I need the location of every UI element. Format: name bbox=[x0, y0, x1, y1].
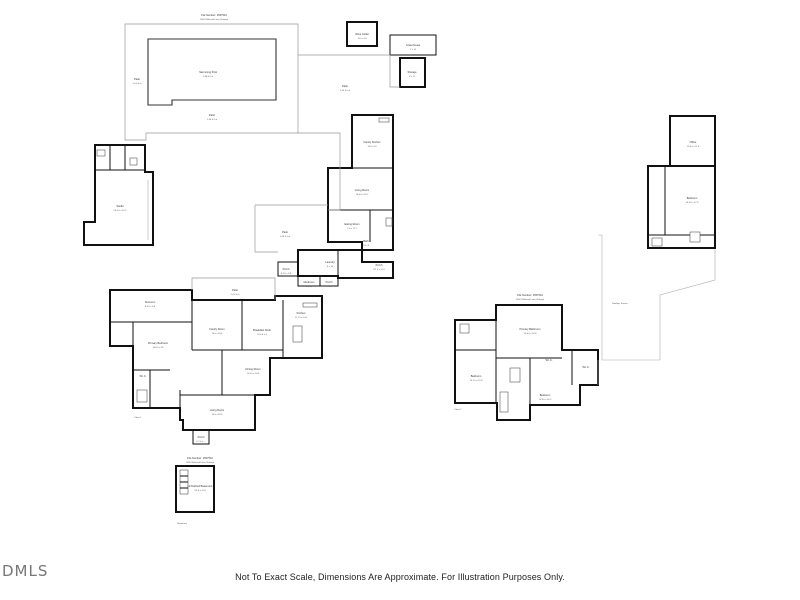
room-label-primary-bedroom-main: Primary Bedroom bbox=[148, 341, 168, 345]
room-label-living-room-upper: Living Room bbox=[355, 188, 369, 192]
room-dim-bedroom-apt: 16.3 ft x 17.8 bbox=[686, 201, 699, 204]
room-dim-porch-mid: 8 x 8 bbox=[327, 286, 333, 288]
room-label-unfinished-basement: Unfinished Basement bbox=[188, 484, 213, 488]
room-dim-laundry: 8 x 10 bbox=[327, 266, 334, 268]
room-dim-primary-bedroom-main: 14.6 ft x 16 bbox=[153, 346, 165, 349]
room-dim-kitchen: 11.7 ft x 14.5 bbox=[295, 316, 308, 319]
plan-header-main-address: 1602 Wolfcraft Lane, Raleigh bbox=[200, 18, 229, 21]
room-label-rooftop-terrace: Rooftop Terrace bbox=[612, 302, 628, 305]
room-dim-swimming-pool: 1,88 ft 0 in bbox=[203, 75, 214, 78]
pool-patio-area bbox=[124, 23, 299, 141]
room-label-patio-pool: Patio bbox=[209, 113, 215, 117]
floor-label-2: Floor 2 bbox=[455, 408, 463, 411]
room-dim-family-room: 14 ft x 19.6 bbox=[212, 332, 224, 335]
room-label-breakfast-nook: Breakfast Nook bbox=[253, 328, 271, 332]
room-label-patio-left: Patio bbox=[134, 77, 140, 81]
room-label-patio-right: Patio bbox=[342, 84, 348, 88]
room-dim-wine-cellar: 10 ft x 10 bbox=[358, 37, 368, 40]
laundry-porch-structure bbox=[277, 249, 394, 287]
room-label-studio: Studio bbox=[116, 204, 124, 208]
room-dim-patio-right: 1,20 ft 0 in bbox=[340, 89, 351, 92]
plan-header-upper-file: File Number: 1557516 bbox=[517, 293, 543, 297]
plan-header-upper-address: 1602 Wolfcraft Lane, Raleigh bbox=[516, 298, 545, 301]
room-dim-primary-bathroom: 15.4 ft x 16.8 bbox=[524, 332, 537, 335]
room-label-patio-mid: Patio bbox=[282, 230, 288, 234]
room-label-sunroom: Sunroom bbox=[145, 300, 156, 304]
room-label-family-room: Family Room bbox=[209, 327, 224, 331]
room-dim-breakfast-nook: 10.6 ft x 8 bbox=[257, 333, 267, 336]
room-label-family-kitchen: Family Kitchen bbox=[363, 140, 381, 144]
room-dim-sunroom: 8.6 ft x 9.6 bbox=[145, 305, 156, 308]
room-dim-office: 12.6 ft x 11.6 bbox=[687, 145, 700, 148]
room-label-bath-small: Bath bbox=[363, 239, 369, 243]
floor-2-structure bbox=[454, 304, 599, 421]
room-label-mudroom: Mudroom bbox=[304, 280, 315, 284]
dmls-logo: DMLS bbox=[2, 562, 49, 580]
plan-header-basement-address: 1602 Wolfcraft Lane, Raleigh bbox=[186, 461, 215, 464]
room-dim-living-room-upper: 16.6 ft x 20.7 bbox=[356, 193, 369, 196]
room-dim-living-room-main: 14 ft x 16.4 bbox=[212, 413, 224, 416]
main-floor-structure bbox=[109, 277, 323, 445]
room-label-swimming-pool: Swimming Pool bbox=[199, 70, 217, 74]
room-label-porch-side: Porch bbox=[376, 263, 383, 267]
room-label-kitchen: Kitchen bbox=[297, 311, 306, 315]
room-dim-bath-small: 7 ft x 6 bbox=[363, 244, 370, 247]
room-label-patio-front: Patio bbox=[232, 288, 238, 292]
disclaimer-footer: Not To Exact Scale, Dimensions Are Appro… bbox=[235, 572, 565, 582]
room-label-porch-left: Porch bbox=[283, 267, 290, 271]
outbuildings bbox=[298, 21, 437, 88]
room-label-office: Office bbox=[690, 140, 697, 144]
rooftop-terrace-outline bbox=[597, 234, 716, 385]
room-dim-studio: 24.6 ft x 20.2 bbox=[114, 209, 127, 212]
room-label-primary-bathroom: Primary Bathroom bbox=[520, 327, 541, 331]
room-label-storage: Storage bbox=[407, 70, 417, 74]
room-label-greenhouse: Greenhouse bbox=[406, 43, 421, 47]
room-label-eating-room: Eating Room bbox=[345, 222, 360, 226]
apartment-structure bbox=[647, 115, 716, 249]
room-label-bedroom-b: Bedroom bbox=[540, 393, 551, 397]
room-dim-family-kitchen: 14 ft x 10 bbox=[368, 145, 378, 148]
room-dim-greenhouse: 7 x 10 bbox=[410, 49, 417, 51]
plan-header-main-file: File Number: 1557516 bbox=[201, 13, 227, 17]
plan-header-basement-file: File Number: 1557516 bbox=[187, 456, 213, 460]
room-dim-porch-side: 8.1 ft x 11.3 bbox=[373, 268, 385, 271]
room-label-dining-room: Dining Room bbox=[246, 367, 261, 371]
room-dim-bedroom-b: 15.8 ft x 16.2 bbox=[539, 398, 552, 401]
room-label-porch-front: Porch bbox=[198, 435, 205, 439]
room-label-living-room-main: Living Room bbox=[210, 408, 224, 412]
room-label-wine-cellar: Wine Cellar bbox=[355, 32, 369, 36]
room-label-wic-right: W.I.C. bbox=[582, 365, 589, 369]
room-label-bedroom-a: Bedroom bbox=[471, 374, 482, 378]
room-dim-eating-room: 7 ft x 11.1 bbox=[347, 227, 357, 230]
room-dim-patio-left: 1,0 ft 0 in bbox=[133, 82, 143, 85]
room-dim-bedroom-a: 13.1 ft x 12.8 bbox=[470, 379, 483, 382]
floor-label-1: Floor 1 bbox=[135, 416, 143, 419]
studio-structure bbox=[83, 144, 154, 246]
room-dim-dining-room: 11.6 ft x 16.3 bbox=[247, 372, 260, 375]
room-dim-patio-mid: 1,08 ft 0 in bbox=[280, 235, 291, 238]
room-dim-patio-front: 1,4 ft 0 in bbox=[231, 293, 241, 296]
room-dim-porch-front: 6.7 ft x ... bbox=[197, 440, 206, 443]
floor-label-basement: Basement bbox=[177, 522, 187, 525]
upper-house-structure bbox=[254, 114, 394, 253]
room-label-porch-mid: Porch bbox=[326, 280, 333, 284]
room-label-wic-upper: W.I.C. bbox=[545, 358, 552, 362]
room-dim-patio-pool: 1,30 ft 0 in bbox=[207, 118, 218, 121]
room-dim-porch-left: 4.6 ft x 8.6 bbox=[281, 272, 292, 275]
basement-structure bbox=[175, 465, 215, 513]
room-dim-unfinished-basement: 9.6 ft x 11.6 bbox=[194, 489, 206, 492]
room-label-wic-main: W.I.C. bbox=[139, 374, 146, 378]
room-dim-mudroom: 6 x 12 bbox=[306, 286, 313, 288]
room-dim-storage: 6 x 11 bbox=[409, 76, 416, 78]
room-label-bedroom-apt: Bedroom bbox=[687, 196, 698, 200]
room-label-laundry: Laundry bbox=[325, 260, 335, 264]
